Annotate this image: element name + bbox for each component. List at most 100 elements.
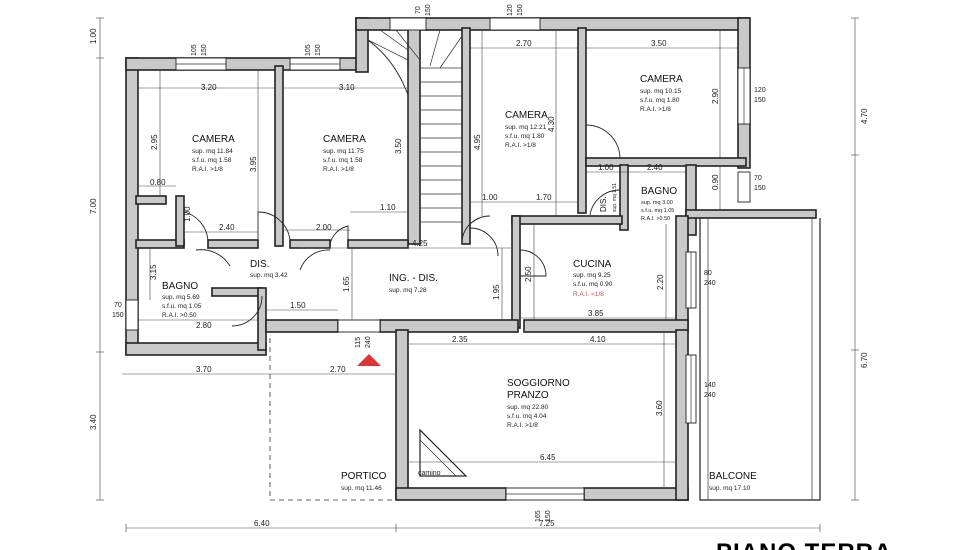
wall-cucina-top [511, 215, 623, 225]
wall-living-west [395, 329, 409, 499]
room-area: sup. mq 10.15 [640, 88, 682, 95]
dim-label: 1.95 [492, 284, 501, 300]
room-sfu: s.f.u. mq 1.80 [640, 97, 680, 104]
dim-label: 2.90 [711, 88, 720, 104]
dim-label: 0.90 [711, 174, 720, 190]
room-area: sup. mq 1.51 [612, 183, 618, 212]
dim-label: 1.00 [89, 28, 98, 44]
window-width: 115 [355, 337, 362, 348]
staircase [367, 29, 463, 223]
room-camera-1: CAMERA sup. mq 11.84 s.f.u. mq 1.58 R.A.… [192, 134, 235, 173]
dim-label: 3.70 [196, 365, 212, 374]
dim-label: 1.50 [290, 301, 306, 310]
room-rai: R.A.I. >1/8 [192, 166, 223, 173]
window-width: 70 [754, 175, 762, 182]
wall-bagno-dis [211, 287, 263, 297]
window-width: 140 [704, 382, 716, 389]
room-name: CAMERA [640, 74, 683, 85]
dim-label: 4.70 [860, 108, 869, 124]
room-dis-small: DIS. sup. mq 1.51 [599, 183, 618, 212]
dimension-labels: 3.20 3.10 2.70 3.50 2.95 3.95 3.50 4.95 … [89, 28, 869, 528]
room-ingresso: ING. - DIS. sup. mq 7.28 [389, 273, 438, 294]
windows [125, 17, 751, 501]
window-height: 240 [704, 280, 716, 287]
room-balcone: BALCONE sup. mq 17.10 [709, 471, 757, 492]
window-width: 105 [191, 44, 198, 56]
room-name: BAGNO [162, 281, 198, 292]
wall-bagno-east [685, 164, 697, 236]
wall-living-south-l [395, 487, 507, 501]
dim-label: 4.25 [412, 239, 428, 248]
room-rai: R.A.I. <1/8 [573, 291, 604, 298]
room-area: sup. mq 5.69 [162, 294, 200, 301]
dim-label: 2.50 [524, 266, 533, 282]
room-area: sup. mq 11.46 [341, 485, 382, 492]
wall-camera3-east [577, 27, 587, 214]
room-area: sup. mq 12.21 [505, 124, 547, 131]
room-rai: R.A.I. >0.50 [162, 312, 197, 319]
dim-label: 2.70 [330, 365, 346, 374]
wall-bagno-top [135, 195, 167, 205]
window-height: 150 [425, 4, 432, 16]
window-height: 150 [112, 312, 124, 319]
room-area: sup. mq 9.25 [573, 272, 611, 279]
room-area: sup. mq 17.10 [709, 485, 751, 492]
wall-camera4-bottom [585, 157, 747, 167]
room-sfu: s.f.u. mq 1.05 [162, 303, 202, 310]
wall-entry-left [265, 319, 339, 333]
wall-living-top-r [523, 319, 689, 333]
walls [125, 17, 817, 501]
dim-label: 2.70 [516, 39, 532, 48]
window-height: 150 [754, 97, 766, 104]
window-width: 80 [704, 270, 712, 277]
window-labels: 105 150 105 150 70 150 120 150 120 150 7… [112, 4, 766, 522]
dim-label: 7.25 [539, 519, 555, 528]
dim-label: 1.70 [536, 193, 552, 202]
room-sfu: s.f.u. mq 1.58 [323, 157, 363, 164]
room-area: sup. mq 22.80 [507, 404, 549, 411]
dim-label: 0.80 [150, 178, 166, 187]
room-bagno-small: BAGNO sup. mq 3.00 s.f.u. mq 1.05 R.A.I.… [641, 186, 677, 222]
dim-label: 3.85 [588, 309, 604, 318]
room-camera-4: CAMERA sup. mq 10.15 s.f.u. mq 1.80 R.A.… [640, 74, 683, 113]
room-cucina: CUCINA sup. mq 9.25 s.f.u. mq 0.90 R.A.I… [573, 259, 613, 298]
wall-living-south-r [583, 487, 689, 501]
room-dis: DIS. sup. mq 3.42 [250, 259, 288, 279]
room-name: CAMERA [192, 134, 235, 145]
window-height: 150 [754, 185, 766, 192]
window-height: 240 [704, 392, 716, 399]
room-area: sup. mq 3.00 [641, 200, 673, 206]
dim-label: 3.10 [339, 83, 355, 92]
room-name: CAMERA [505, 110, 548, 121]
doors [183, 124, 621, 327]
wall-bagno-west [619, 164, 629, 231]
wall-stair-east [461, 27, 471, 245]
window-width: 120 [507, 4, 514, 16]
dim-label: 2.00 [316, 223, 332, 232]
dim-label: 1.00 [183, 206, 192, 222]
room-area: sup. mq 11.84 [192, 148, 233, 155]
room-area: sup. mq 3.42 [250, 272, 288, 279]
room-area: sup. mq 11.75 [323, 148, 364, 155]
room-name: BALCONE [709, 471, 757, 482]
room-name: CUCINA [573, 259, 612, 270]
room-name: SOGGIORNO [507, 378, 570, 389]
room-camera-2: CAMERA sup. mq 11.75 s.f.u. mq 1.58 R.A.… [323, 134, 366, 173]
dim-label: 2.35 [452, 335, 468, 344]
wall-hall-4 [347, 239, 409, 249]
room-rai: R.A.I. >0.50 [641, 216, 670, 222]
room-camera-3: CAMERA sup. mq 12.21 s.f.u. mq 1.80 R.A.… [505, 110, 548, 149]
dim-label: 6.70 [860, 352, 869, 368]
room-rai: R.A.I. >1/8 [640, 106, 671, 113]
room-sfu: s.f.u. mq 4.04 [507, 413, 547, 420]
room-name: CAMERA [323, 134, 366, 145]
room-name: DIS. [250, 259, 269, 270]
window-height: 150 [315, 44, 322, 56]
room-name: DIS. [599, 196, 608, 212]
wall-hall-2 [207, 239, 259, 249]
window-height: 150 [517, 4, 524, 16]
room-area: sup. mq 7.28 [389, 287, 427, 294]
dim-label: 4.30 [547, 116, 556, 132]
room-rai: R.A.I. >1/8 [323, 166, 354, 173]
